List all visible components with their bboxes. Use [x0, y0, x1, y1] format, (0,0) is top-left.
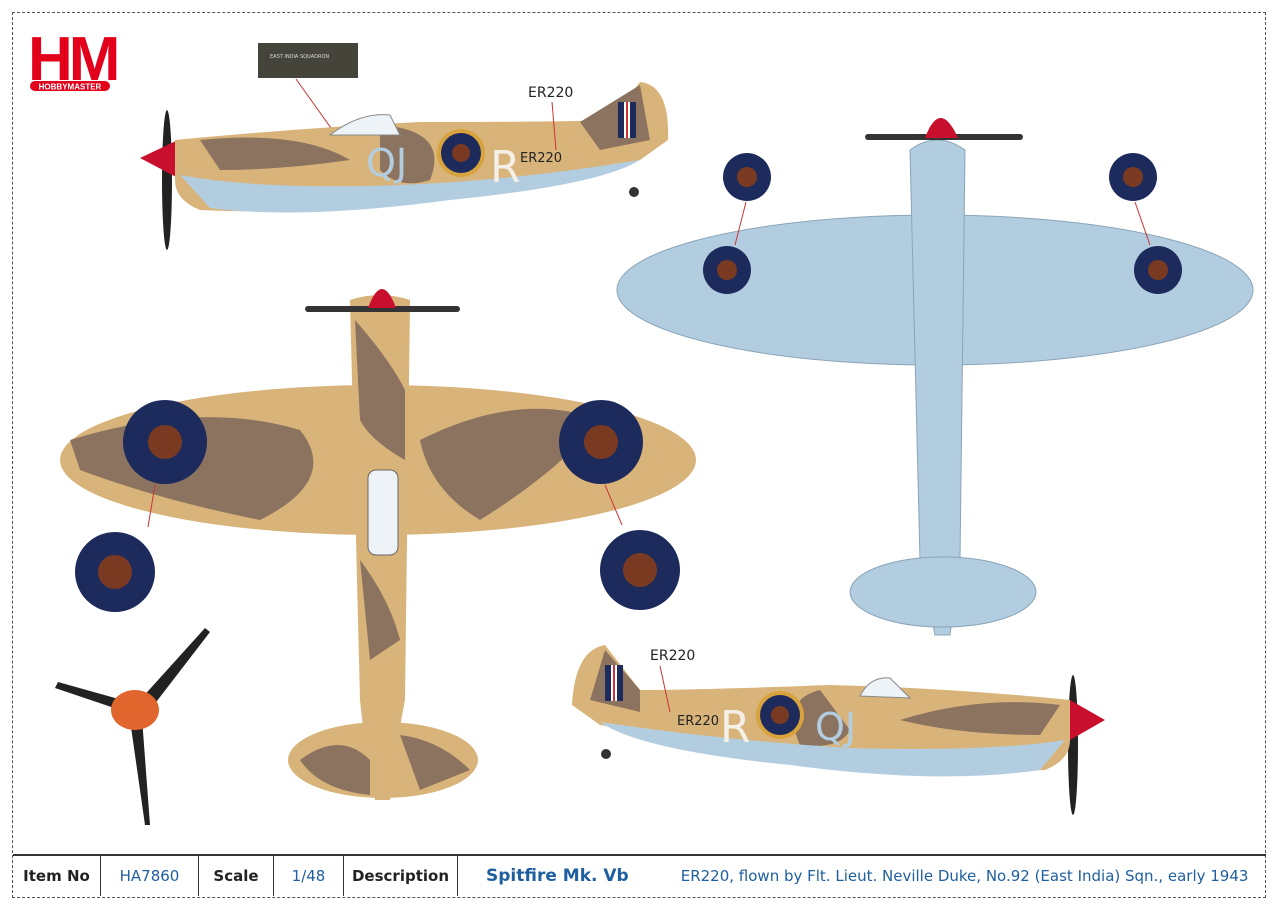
svg-text:EAST INDIA SQUADRON: EAST INDIA SQUADRON [270, 54, 329, 60]
svg-text:ER220: ER220 [650, 648, 695, 664]
model-details: ER220, flown by Flt. Lieut. Neville Duke… [680, 867, 1249, 885]
scale-label: Scale [199, 856, 274, 896]
svg-text:R: R [720, 702, 751, 753]
spec-table: Item No HA7860 Scale 1/48 Description Sp… [13, 854, 1266, 896]
hobbymaster-logo: HM HOBBYMASTER [28, 25, 121, 94]
svg-text:R: R [490, 142, 521, 193]
sheet-border [12, 12, 1266, 898]
svg-text:ER220: ER220 [520, 151, 562, 166]
wing-roundel-detail-right [600, 530, 680, 610]
description-cell: Spitfire Mk. Vb ER220, flown by Flt. Lie… [458, 856, 1266, 896]
wing-roundel-detail-left [75, 532, 155, 612]
scale-value: 1/48 [274, 856, 344, 896]
svg-text:QJ: QJ [366, 141, 407, 185]
side-profile-right: R QJ ER220 ER220 [572, 645, 1105, 815]
propeller-detail [55, 628, 210, 825]
top-view [60, 289, 696, 800]
item-no-value: HA7860 [101, 856, 199, 896]
underside-roundel-right [1109, 153, 1157, 246]
svg-text:HOBBYMASTER: HOBBYMASTER [39, 83, 102, 92]
model-name: Spitfire Mk. Vb [486, 866, 629, 886]
squadron-placard: EAST INDIA SQUADRON [258, 43, 358, 136]
svg-text:ER220: ER220 [677, 714, 719, 729]
underside-view [616, 118, 1254, 636]
svg-text:QJ: QJ [815, 705, 856, 749]
side-profile-left: QJ R ER220 ER220 [140, 82, 669, 250]
item-no-label: Item No [13, 856, 101, 896]
underside-roundel-left [723, 153, 771, 246]
description-label: Description [344, 856, 458, 896]
svg-text:ER220: ER220 [528, 85, 573, 101]
